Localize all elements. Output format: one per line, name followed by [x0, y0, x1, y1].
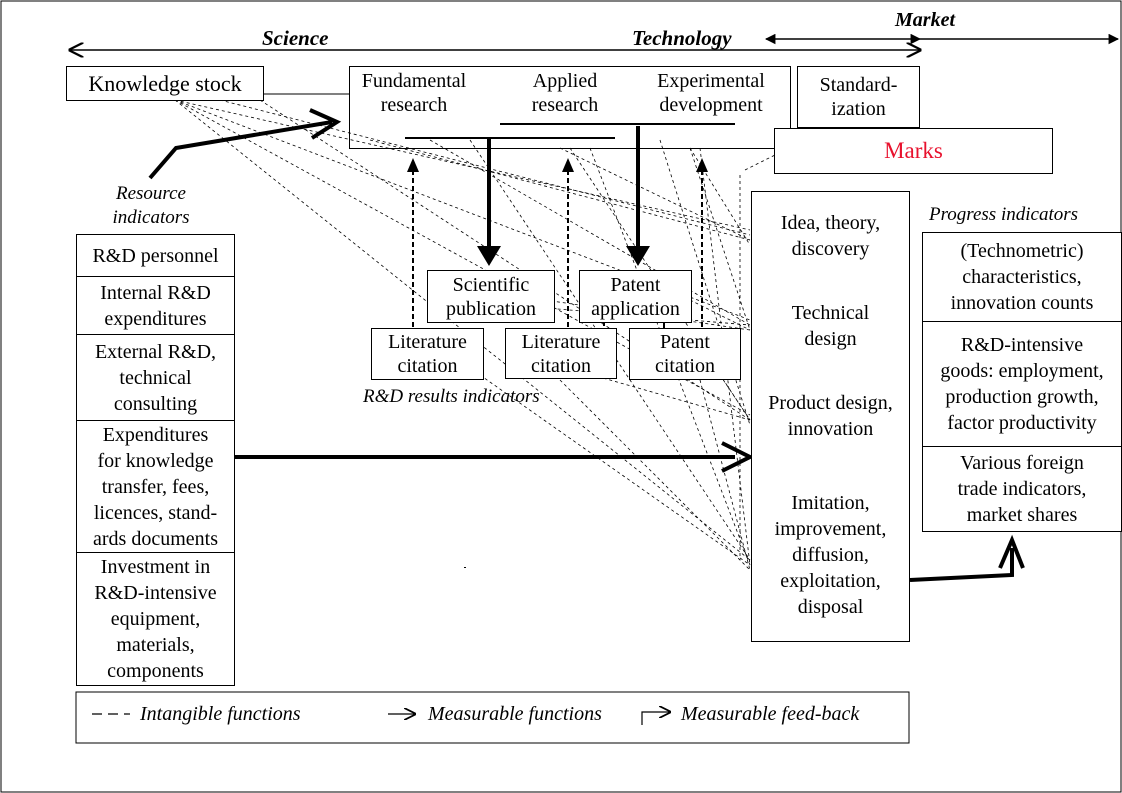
progress-item: Various foreign trade indicators, market…: [923, 446, 1121, 531]
technology-label: Technology: [632, 26, 732, 50]
feedback-1-arrowhead: [407, 158, 419, 172]
stray-mark: [464, 567, 466, 568]
literature-citation-box-1: Literature citation: [371, 328, 484, 380]
resource-item: Internal R&D expenditures: [77, 276, 234, 334]
expenditure-arrowhead: [721, 441, 755, 473]
progress-arrowhead: [998, 534, 1025, 569]
marks-label: Marks: [884, 138, 943, 163]
research-box: [349, 66, 791, 149]
patent-citation-label: Patent citation: [655, 331, 715, 377]
science-label: Science: [262, 26, 329, 50]
innovation-stage: Technical design: [791, 302, 870, 350]
to-publication-arrowhead: [477, 246, 501, 266]
scientific-publication-label: Scientific publication: [446, 273, 536, 320]
resource-item: R&D personnel: [92, 244, 219, 267]
innovation-stage: Idea, theory, discovery: [780, 212, 881, 260]
scientific-publication-box: Scientific publication: [427, 270, 555, 323]
legend-frame: [75, 691, 910, 744]
progress-arrow: [909, 548, 1014, 582]
literature-citation-box-2: Literature citation: [505, 328, 617, 379]
legend-measurable-label: Measurable functions: [428, 703, 602, 725]
fundamental-research-label: Fundamental research: [361, 70, 467, 116]
resource-indicators-list: R&D personnel Internal R&D expenditures …: [76, 234, 235, 686]
progress-item: R&D-intensive goods: employment, product…: [923, 321, 1121, 446]
resource-indicators-label: Resource indicators: [112, 183, 190, 228]
feedback-2-arrowhead: [562, 158, 574, 172]
literature-citation-label: Literature citation: [521, 330, 601, 377]
resource-item: Investment in R&D-intensive equipment, m…: [77, 552, 234, 685]
experimental-development-label: Experimental development: [657, 70, 765, 116]
resource-item: External R&D, technical consulting: [77, 334, 234, 420]
marks-box: Marks: [774, 128, 1053, 174]
resource-arrow: [148, 120, 333, 180]
resource-arrowhead: [309, 108, 342, 140]
knowledge-stock-box: Knowledge stock: [66, 66, 264, 101]
legend-feedback-glyph: [641, 712, 670, 725]
innovation-stage: Imitation, improvement, diffusion, explo…: [774, 492, 887, 618]
legend-feedback-label: Measurable feed-back: [681, 703, 860, 725]
market-label: Market: [895, 9, 955, 31]
innovation-stages-column: Idea, theory, discovery Technical design…: [751, 191, 910, 642]
progress-indicators-list: (Technometric) characteristics, innovati…: [922, 232, 1122, 532]
patent-citation-box: Patent citation: [629, 328, 741, 380]
innovation-stage: Product design, innovation: [768, 392, 893, 440]
progress-item: (Technometric) characteristics, innovati…: [950, 240, 1094, 314]
progress-indicators-label: Progress indicators: [929, 204, 1079, 225]
literature-citation-label: Literature citation: [388, 331, 467, 377]
legend-intangible-label: Intangible functions: [140, 703, 301, 725]
knowledge-stock-label: Knowledge stock: [88, 70, 242, 96]
to-patent-arrowhead: [626, 246, 650, 266]
standardization-label: Standard- ization: [819, 74, 898, 120]
applied-research-label: Applied research: [531, 70, 599, 116]
rd-results-indicators-label: R&D results indicators: [363, 386, 540, 407]
patent-application-label: Patent application: [591, 273, 680, 320]
resource-item: Expenditures for knowledge transfer, fee…: [77, 420, 234, 552]
patent-application-box: Patent application: [579, 270, 692, 323]
standardization-box: Standard- ization: [797, 66, 920, 128]
feedback-3-arrowhead: [696, 158, 708, 172]
